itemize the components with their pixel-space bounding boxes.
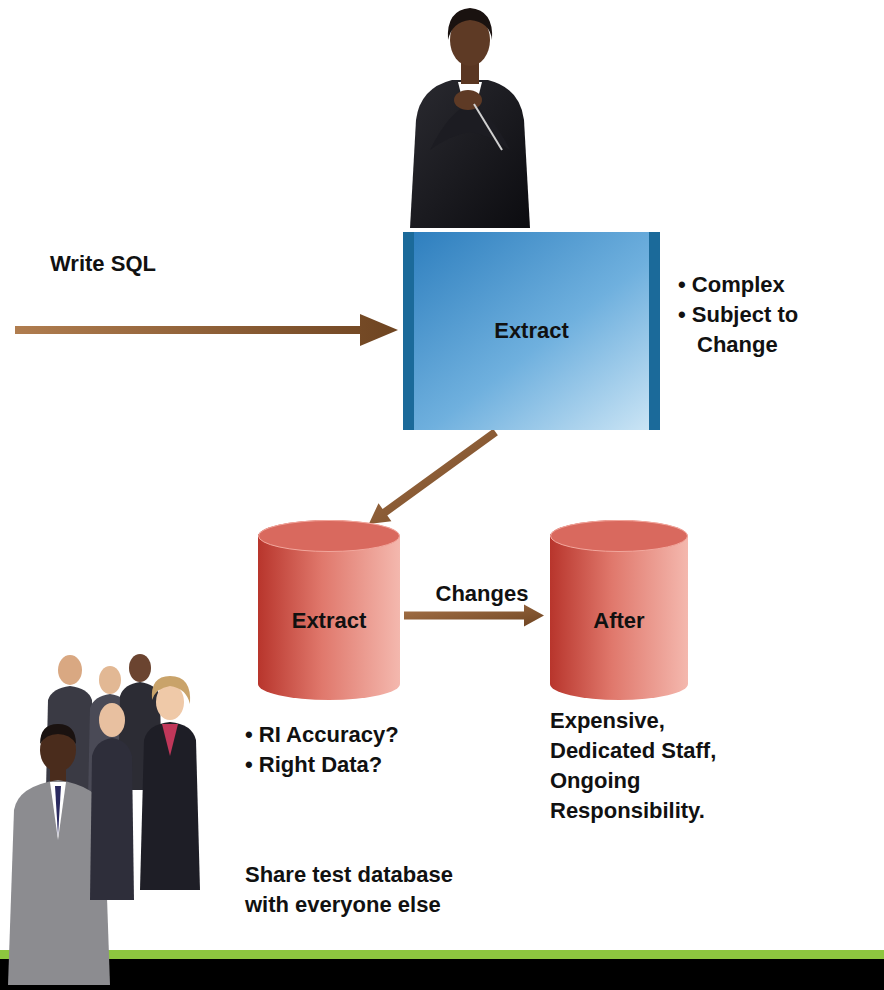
person-front-woman — [140, 676, 200, 890]
box-edge-bar — [649, 232, 660, 430]
box-fill — [403, 232, 660, 430]
green-stripe — [0, 950, 884, 959]
flow-arrow — [404, 604, 544, 626]
arrow-label: Write SQL — [50, 249, 270, 279]
team-illustration — [0, 640, 245, 990]
suit — [410, 80, 530, 228]
arrow-shape — [15, 314, 398, 346]
woman-illustration — [390, 0, 550, 230]
node-text-stack: Extract — [494, 318, 569, 344]
black-band — [0, 959, 884, 990]
note-text: • RI Accuracy? — [245, 720, 485, 750]
person-back-left — [46, 655, 94, 790]
process-box: Extract — [403, 232, 660, 430]
edge-label: Changes — [436, 579, 529, 609]
cylinder-body — [258, 520, 400, 700]
bottom-bar — [0, 950, 884, 990]
hair — [448, 8, 492, 40]
hands — [454, 90, 482, 110]
box-edge-bar — [403, 232, 414, 430]
cylinder-top — [551, 521, 688, 552]
node-text-stack: After — [593, 608, 644, 634]
flow-arrow — [369, 429, 498, 524]
cylinder-top — [259, 521, 400, 552]
note-text: Expensive, Dedicated Staff, Ongoing Resp… — [550, 706, 755, 826]
note-text: • Complex — [678, 270, 868, 300]
cylinder-body — [550, 520, 688, 700]
node-text-stack: Extract — [292, 608, 367, 634]
person-front-mid — [90, 703, 134, 900]
note-text: Share test database with everyone else — [245, 860, 495, 920]
note-text: • Subject to Change — [678, 300, 838, 360]
note-text: • Right Data? — [245, 750, 485, 780]
node-label: Extract — [494, 318, 569, 344]
database-cylinder: Extract — [258, 520, 400, 700]
pen — [474, 104, 502, 150]
node-label: Extract — [292, 608, 367, 634]
node-label: After — [593, 608, 644, 634]
database-cylinder: After — [550, 520, 688, 700]
arms — [430, 104, 510, 150]
write-sql-arrow — [0, 0, 410, 400]
